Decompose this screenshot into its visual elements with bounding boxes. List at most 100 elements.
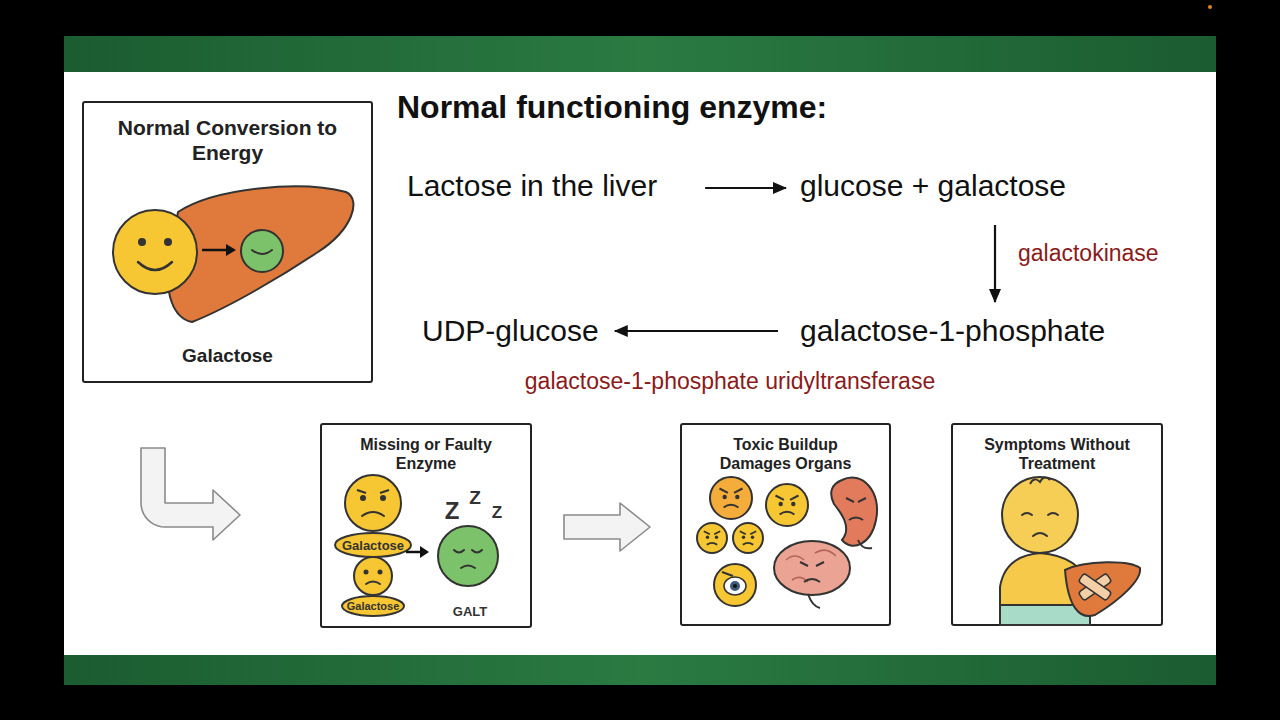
flow-arrow <box>615 330 778 332</box>
illustration-panel: Normal Conversion to EnergyGalactose <box>82 101 373 383</box>
sad-galactose-face <box>364 570 369 575</box>
small-arrow <box>406 551 422 554</box>
sad-galactose-face <box>354 557 392 595</box>
sad-galactose-face <box>366 582 380 585</box>
angry-face <box>743 543 753 545</box>
illustration-panel: Symptoms Without Treatment <box>951 423 1163 626</box>
galactose-blob <box>342 596 404 616</box>
pathway-term-text: Lactose in the liver <box>407 168 657 204</box>
kidney-icon <box>846 498 866 502</box>
bandaged-liver <box>1065 562 1140 616</box>
eye-icon <box>722 572 733 576</box>
sad-galactose-face <box>378 570 383 575</box>
galactose-face <box>113 210 197 294</box>
angry-face <box>740 531 756 534</box>
sad-galactose-face <box>380 490 389 493</box>
kidney-icon <box>858 540 872 548</box>
bandaged-liver <box>1078 573 1112 601</box>
enzyme-label: galactose-1-phosphate uridyltransferase <box>525 367 935 395</box>
illustration-panel: Missing or Faulty Enzyme <box>320 423 532 628</box>
angry-face <box>697 523 727 553</box>
sleeping-enzyme-face <box>472 550 482 553</box>
small-arrow <box>202 249 228 252</box>
sad-galactose-face <box>345 475 401 531</box>
angry-face <box>766 484 808 526</box>
eye-icon <box>724 577 746 595</box>
angry-face <box>715 536 718 539</box>
pathway-term: UDP-glucose <box>422 313 599 349</box>
block-arrow <box>564 503 650 551</box>
small-arrow <box>406 546 429 558</box>
illustration-panel: Toxic Buildup Damages Organs <box>680 423 891 626</box>
status-dot <box>1208 5 1212 9</box>
kidney-icon <box>831 478 877 549</box>
angry-face <box>780 512 795 515</box>
brain-icon <box>808 594 820 608</box>
angry-face <box>706 536 709 539</box>
slide-heading: Normal functioning enzyme: <box>397 88 827 126</box>
galactose-face <box>164 238 172 246</box>
liver-illustration <box>168 186 354 322</box>
baby-illustration <box>1000 553 1090 625</box>
angry-face <box>779 502 783 506</box>
angry-face <box>720 489 743 493</box>
panel-heading: Symptoms Without Treatment <box>971 435 1143 473</box>
angry-face <box>710 477 752 519</box>
angry-face <box>724 505 739 508</box>
green-band <box>64 655 1216 685</box>
angry-face <box>791 502 795 506</box>
panel-heading: Missing or Faulty Enzyme <box>340 435 512 473</box>
enzyme-label: galactokinase <box>1018 239 1159 267</box>
sad-galactose-face <box>360 495 366 501</box>
angry-face <box>733 523 763 553</box>
liver-illustration <box>168 186 354 322</box>
brain-icon <box>800 562 824 566</box>
brain-icon <box>804 579 820 582</box>
small-arrow <box>420 546 429 558</box>
sad-galactose-face <box>354 557 392 595</box>
panel-heading: Toxic Buildup Damages Organs <box>700 435 872 473</box>
galactose-face <box>113 210 197 294</box>
angry-face <box>751 536 754 539</box>
green-band <box>64 36 1216 72</box>
brain-icon <box>774 541 850 595</box>
galactose-face <box>138 262 172 270</box>
block-arrow <box>141 448 240 540</box>
energy-face <box>241 230 283 272</box>
brain-icon <box>786 550 836 582</box>
sad-galactose-face <box>345 475 401 531</box>
kidney-icon <box>849 518 863 521</box>
sad-galactose-face <box>357 490 366 493</box>
brain-icon <box>774 541 850 608</box>
panel-heading: Normal Conversion to Energy <box>93 115 363 165</box>
sleeping-enzyme-face <box>461 566 475 569</box>
angry-face <box>735 495 739 499</box>
angry-face <box>697 523 727 553</box>
angry-face <box>723 495 727 499</box>
angry-face <box>710 477 752 519</box>
bandaged-liver <box>1078 573 1112 601</box>
angry-face <box>742 536 745 539</box>
energy-face <box>241 230 283 272</box>
baby-illustration <box>1030 477 1050 484</box>
flow-arrow <box>705 187 786 189</box>
angry-face <box>776 496 799 500</box>
eye-icon <box>730 581 740 591</box>
pathway-term-text: galactose-1-phosphate <box>800 313 1105 349</box>
small-arrow <box>226 244 236 256</box>
kidney-icon <box>831 478 877 546</box>
eye-icon <box>714 564 756 606</box>
sad-galactose-face <box>380 495 386 501</box>
content-area <box>64 72 1216 655</box>
energy-face <box>252 250 272 254</box>
galactose-blob <box>342 596 404 616</box>
angry-face <box>704 531 720 534</box>
galactose-face <box>138 238 146 246</box>
eye-icon <box>733 584 737 588</box>
baby-illustration <box>1033 533 1047 536</box>
pathway-term: glucose + galactose <box>800 168 1066 204</box>
baby-illustration <box>1002 477 1078 553</box>
